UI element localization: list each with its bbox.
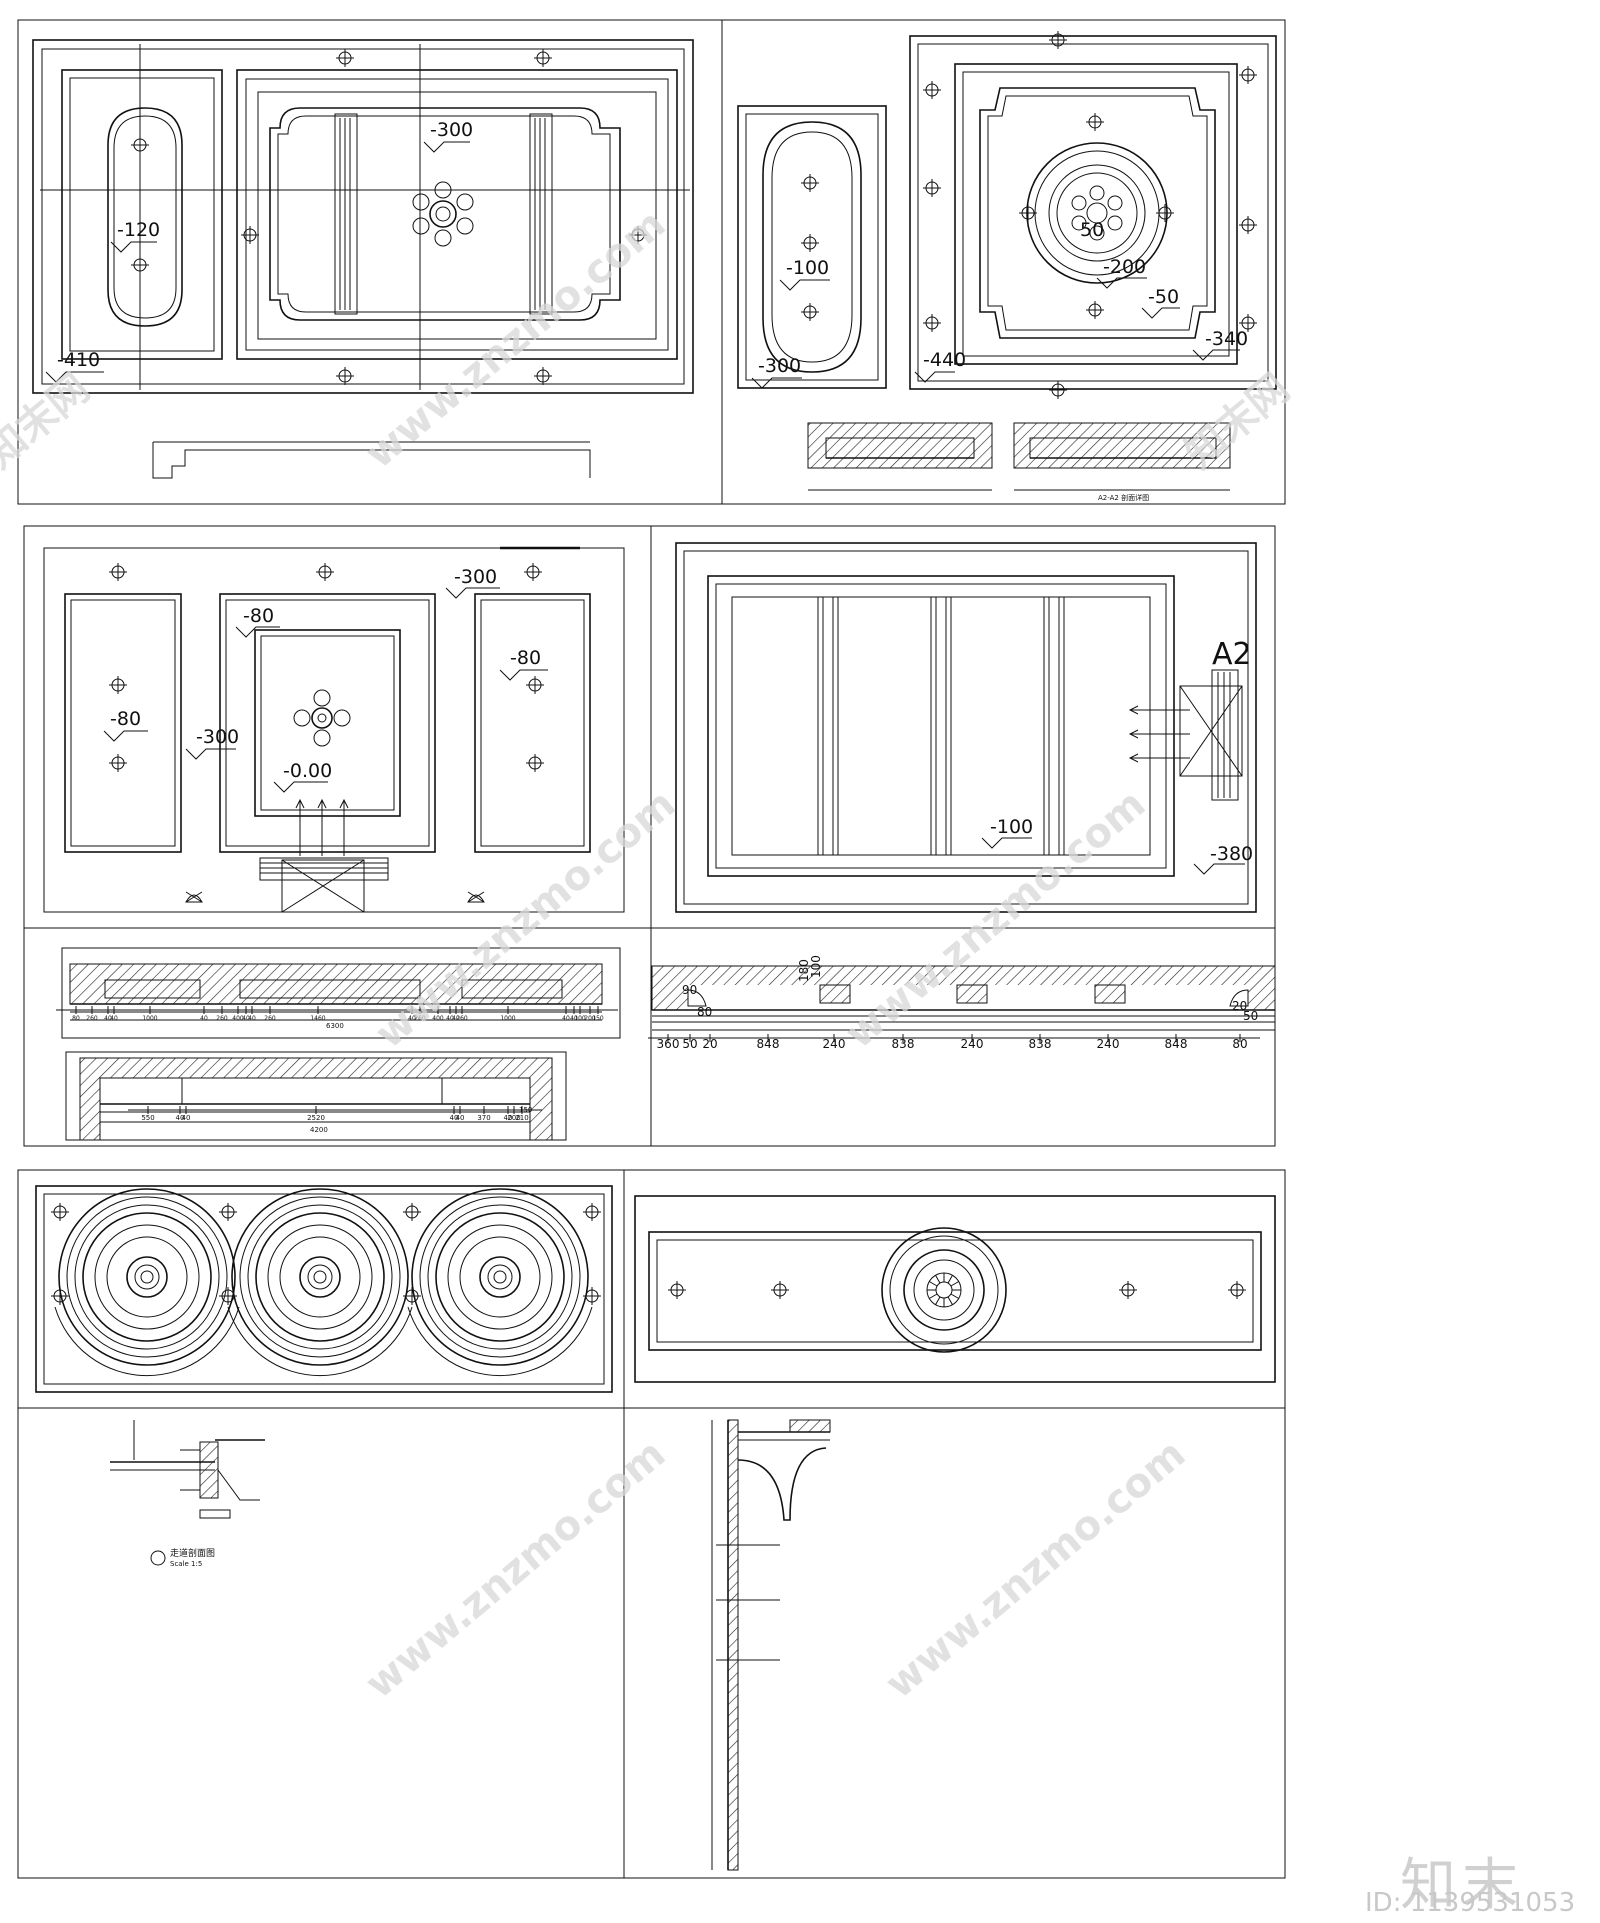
dim-label: 210 [515,1114,528,1122]
panel-e-circles-plan [35,1185,613,1393]
detail-scale: Scale 1:5 [170,1560,202,1568]
dim-label: 40 [450,1114,459,1122]
dim-label: 360 [657,1037,680,1051]
dim-label: 40 [176,1114,185,1122]
panel-a-ceiling-plan: -300 -120 -410 [32,39,694,479]
dim-label: 2520 [307,1114,325,1122]
level-mark: -440 [923,349,966,371]
panel-d-ceiling-plan: A2 -100 -380 [675,542,1257,913]
dim-label: 260 [414,1015,426,1022]
dim-vertical: 150 [519,1106,532,1114]
dim-label: 40 [562,1015,570,1022]
panel-c-ceiling-plan: -300 -80 -80 -80 -300 -0.00 [43,546,625,913]
dim-label: 838 [892,1037,915,1051]
dim-label: 260 [86,1015,98,1022]
level-mark: -340 [1205,328,1248,350]
dim-side: 100 [809,955,823,978]
dim-label: 100 [574,1015,586,1022]
dim-label: 240 [823,1037,846,1051]
dim-total: 6300 [326,1022,344,1030]
level-mark: -50 [1148,286,1179,308]
dim-label: 40 [570,1015,578,1022]
dim-label: 1000 [142,1015,157,1022]
level-mark: -300 [454,566,497,588]
level-mark: -80 [510,647,541,669]
panel-b-ceiling-plan: -100 -300 50 -200 -50 -440 -340 [737,30,1277,502]
footer-id: ID: 1139531053 [1365,1888,1576,1918]
dim-label: 40 [408,1015,416,1022]
dim-label: 40 [242,1015,250,1022]
watermark-text: 知末网 [1177,365,1298,477]
dim-label: 550 [141,1114,154,1122]
level-mark: -80 [110,708,141,730]
dim-side: 90 [682,983,697,997]
dim-label: 40 [182,1114,191,1122]
dim-label: 240 [961,1037,984,1051]
level-mark: -80 [243,605,274,627]
watermark-text: www.znzmo.com [877,1431,1194,1708]
level-mark: -300 [196,726,239,748]
watermark-text: 知末网 [0,365,98,477]
dim-label: 50 [682,1037,697,1051]
level-mark: -300 [430,119,473,141]
dim-label: 150 [592,1015,604,1022]
section-tag: A2 [1212,637,1252,672]
dim-label: 400 [232,1015,244,1022]
level-mark: -300 [758,355,801,377]
dim-label: 40 [504,1114,513,1122]
dim-label: 400 [432,1015,444,1022]
section-caption: A2-A2 剖面详图 [1098,493,1149,502]
dim-label: 1460 [310,1015,325,1022]
dim-label: 40 [110,1015,118,1022]
level-mark: -100 [990,816,1033,838]
dim-label: 848 [757,1037,780,1051]
dim-label: 260 [216,1015,228,1022]
dim-label: 40 [456,1114,465,1122]
dim-side: 20 [1232,999,1247,1013]
dim-label: 40 [104,1015,112,1022]
sheet-frames [17,19,1286,1879]
level-mark: -200 [1103,256,1146,278]
dim-label: 370 [477,1114,490,1122]
dim-label: 200 [584,1015,596,1022]
dim-label: 20 [702,1037,717,1051]
dim-label: 200 [507,1114,520,1122]
dim-side: 80 [697,1005,712,1019]
watermark-text: www.znzmo.com [367,781,684,1058]
dim-label: 838 [1029,1037,1052,1051]
dim-label: 40 [446,1015,454,1022]
dim-label: 260 [456,1015,468,1022]
dim-label: 40 [248,1015,256,1022]
dim-label: 1000 [500,1015,515,1022]
watermark-text: www.znzmo.com [357,1431,674,1708]
footer-logo: 知末 [1400,1853,1524,1918]
dim-total: 4200 [310,1126,328,1134]
dim-label: 40 [200,1015,208,1022]
level-mark: -380 [1210,843,1253,865]
detail-caption: 走道剖面图 [170,1547,215,1559]
level-mark: -100 [786,257,829,279]
dim-side: 50 [1243,1009,1258,1023]
dim-label: 80 [1232,1037,1247,1051]
level-mark: -120 [117,219,160,241]
dim-label: 40 [452,1015,460,1022]
dim-label: 260 [264,1015,276,1022]
level-mark: -0.00 [283,760,332,782]
dim-label: 80 [72,1015,80,1022]
dim-side: 180 [797,959,811,982]
detail-section-corridor: 走道剖面图 Scale 1:5 [110,1420,265,1568]
detail-cornice [711,1419,831,1871]
dim-label: 848 [1165,1037,1188,1051]
level-mark: -410 [57,349,100,371]
level-mark: 50 [1080,219,1104,241]
dim-label: 240 [1097,1037,1120,1051]
panel-f-ceiling-plan [634,1195,1276,1383]
